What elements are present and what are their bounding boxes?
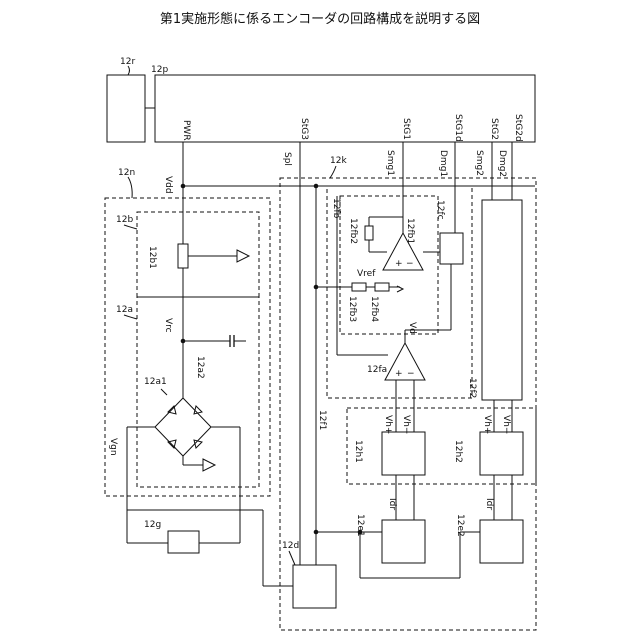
label-vhp-1: Vh+ [383, 415, 393, 434]
block-12e1 [382, 520, 425, 563]
port-stg1: StG1 [401, 118, 411, 140]
label-vd: Vd [407, 322, 417, 334]
label-12fb3: 12fb3 [347, 296, 357, 322]
label-vref: Vref [357, 269, 376, 279]
block-12r [107, 75, 145, 142]
opamp-12fb1 [383, 233, 423, 270]
label-12fa: 12fa [367, 365, 387, 375]
leader-12a1 [161, 389, 167, 395]
resistor-12b1 [178, 244, 188, 268]
block-12e2 [480, 520, 523, 563]
label-vgn: Vgn [108, 438, 118, 456]
label-vdd: Vdd [163, 176, 173, 194]
label-vrc: Vrc [163, 318, 173, 333]
label-12f2: 12f2 [467, 378, 477, 398]
label-vhm-1: Vh− [401, 415, 411, 434]
label-vhm-2: Vh− [501, 415, 511, 434]
ground-bridge [203, 459, 215, 471]
leader-12b [124, 225, 137, 229]
label-12k: 12k [330, 156, 347, 166]
label-idr-2: Idr [484, 498, 494, 510]
leader-12n [128, 177, 132, 198]
label-12d: 12d [282, 541, 299, 551]
block-12h2 [480, 432, 523, 475]
label-vhp-2: Vh+ [482, 415, 492, 434]
port-stg2d: StG2d [513, 114, 523, 142]
label-12a: 12a [116, 305, 133, 315]
opamp-12fb1-plus: + [395, 259, 403, 269]
region-12a [137, 297, 259, 487]
leader-12d [289, 551, 295, 565]
port-stg1d: StG1d [453, 114, 463, 142]
label-smg2: Smg2 [474, 150, 484, 176]
leader-12a [124, 315, 137, 319]
resistor-12fb3 [352, 283, 366, 291]
opamp-12fa [385, 343, 425, 380]
block-12d [293, 565, 336, 608]
block-12g [168, 531, 199, 553]
label-dmg1: Dmg1 [438, 150, 448, 177]
ground-12b1 [237, 250, 249, 262]
label-12g: 12g [144, 520, 161, 530]
label-smg1: Smg1 [385, 150, 395, 176]
label-12h1: 12h1 [353, 440, 363, 463]
label-12a2: 12a2 [195, 356, 205, 379]
opamp-12fa-minus: − [407, 369, 415, 379]
label-12n: 12n [118, 168, 135, 178]
resistor-12fb4 [375, 283, 389, 291]
label-12fb2: 12fb2 [348, 218, 358, 244]
opamp-12fa-plus: + [395, 369, 403, 379]
label-12p: 12p [151, 65, 168, 75]
resistor-12fb2 [365, 226, 373, 240]
node-vdd-2 [314, 184, 319, 189]
label-12a1: 12a1 [144, 377, 167, 387]
label-12b1: 12b1 [147, 246, 157, 269]
block-12f2 [482, 200, 522, 400]
label-12fb4: 12fb4 [369, 296, 379, 322]
port-stg3: StG3 [299, 118, 309, 140]
port-pwr: PWR [181, 120, 191, 141]
leader-12k [330, 166, 336, 178]
leader-12r [128, 66, 130, 75]
bridge-12a1 [155, 398, 211, 456]
label-12f1: 12f1 [317, 410, 327, 430]
opamp-12fb1-minus: − [406, 259, 414, 269]
port-stg2: StG2 [489, 118, 499, 140]
block-12p [155, 75, 535, 142]
label-12b: 12b [116, 215, 133, 225]
label-12h2: 12h2 [453, 440, 463, 463]
label-12r: 12r [120, 57, 135, 67]
label-12fc: 12fc [435, 200, 445, 220]
label-spl: Spl [282, 152, 292, 166]
label-12fb1: 12fb1 [405, 218, 415, 244]
label-12fb: 12fb [331, 198, 341, 219]
label-dmg2: Dmg2 [497, 150, 507, 177]
block-12h1 [382, 432, 425, 475]
block-12fc [440, 233, 463, 264]
